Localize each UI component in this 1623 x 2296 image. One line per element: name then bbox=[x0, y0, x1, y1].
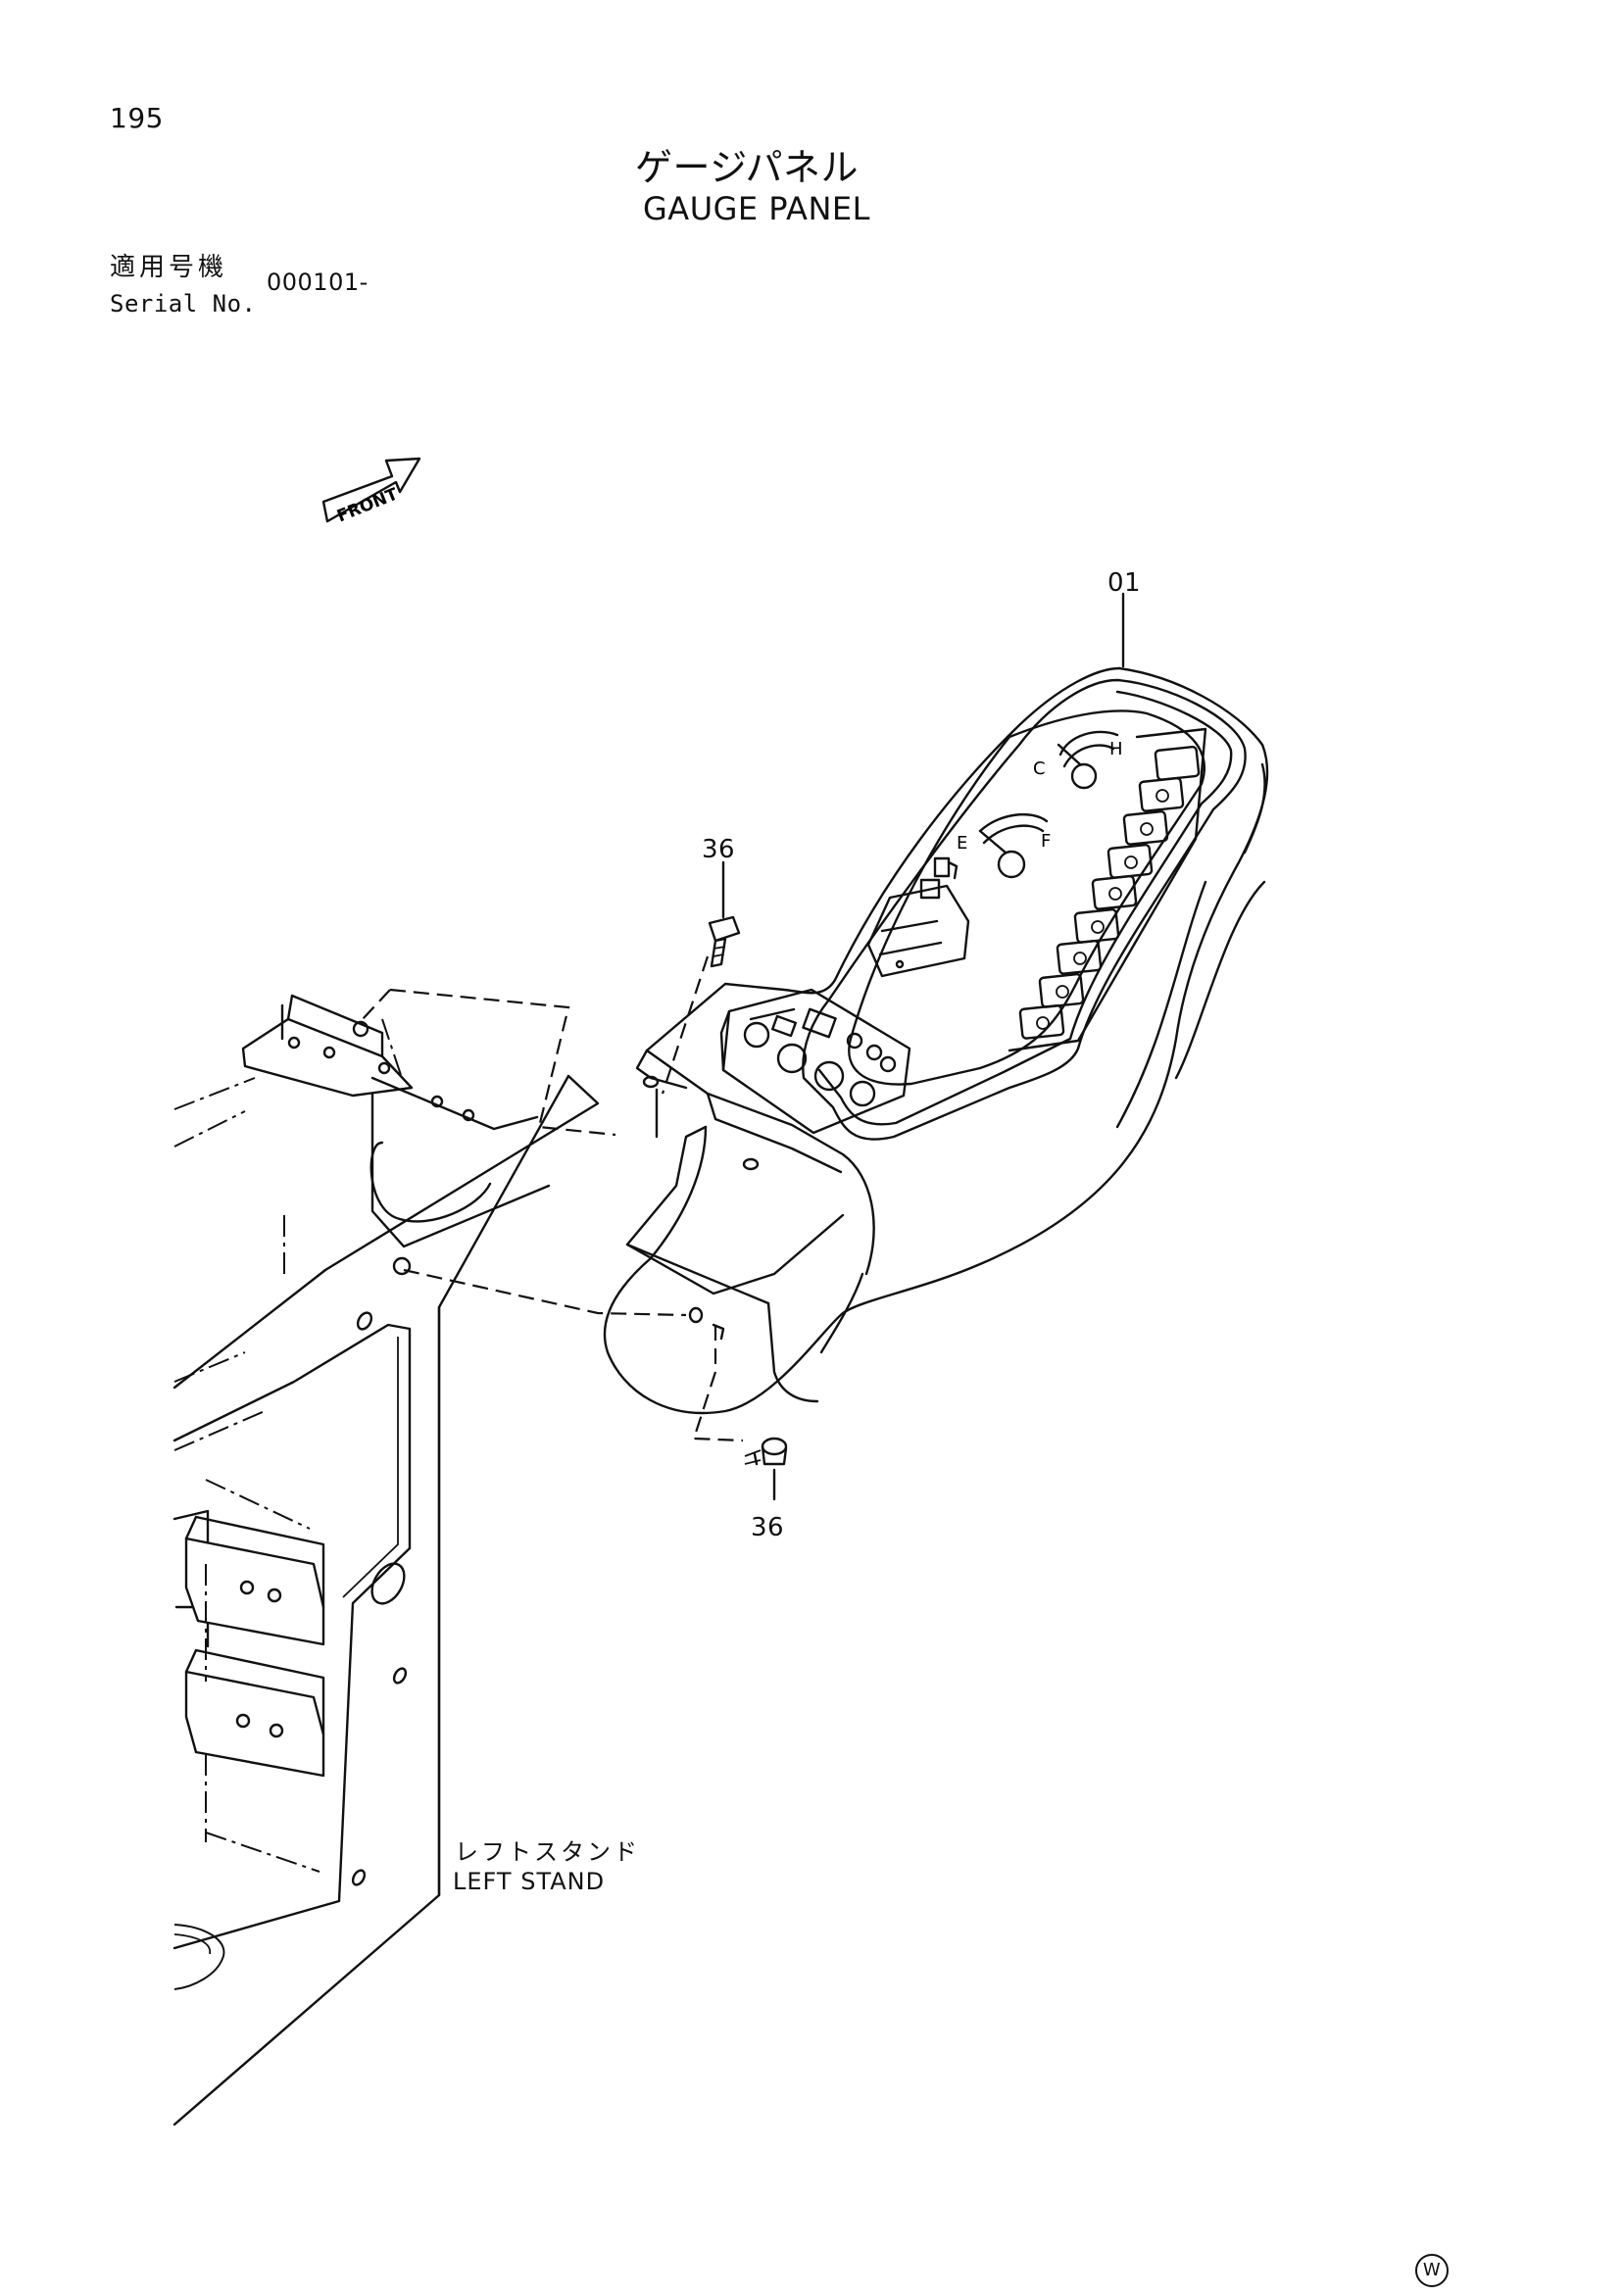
indicator-lamps bbox=[1008, 727, 1207, 1052]
front-arrow: FRONT bbox=[321, 457, 421, 526]
gauge-letter-f: F bbox=[1041, 831, 1051, 852]
gauge-letter-h: H bbox=[1109, 739, 1123, 759]
callout-leaders bbox=[721, 592, 1125, 1501]
callout-part-36-upper: 36 bbox=[702, 835, 736, 864]
gauge-panel-01 bbox=[603, 666, 1269, 1415]
serial-value: 000101- bbox=[267, 269, 369, 296]
left-stand-label-japanese: レフトスタンド bbox=[455, 1838, 640, 1866]
serial-label-japanese: 適用号機 bbox=[110, 253, 228, 282]
serial-label-english: Serial No. bbox=[110, 290, 257, 318]
front-arrow-label: FRONT bbox=[334, 484, 401, 526]
title-english: GAUGE PANEL bbox=[643, 190, 870, 227]
corner-mark-w: W bbox=[1415, 2254, 1449, 2287]
callout-part-01: 01 bbox=[1107, 568, 1142, 598]
bolt-36-upper bbox=[708, 915, 741, 968]
gauge-letter-c: C bbox=[1033, 758, 1046, 779]
gauge-letter-e: E bbox=[957, 833, 967, 854]
bolt-36-lower bbox=[744, 1437, 788, 1466]
assembly-guide-lines bbox=[362, 955, 744, 1442]
mounting-bracket bbox=[241, 994, 551, 1248]
callout-part-36-lower: 36 bbox=[751, 1513, 785, 1542]
title-japanese: ゲージパネル bbox=[635, 146, 859, 189]
page-number: 195 bbox=[110, 102, 164, 134]
left-stand-label-english: LEFT STAND bbox=[453, 1868, 606, 1895]
switch-panel bbox=[719, 988, 911, 1135]
left-stand-frame bbox=[172, 1018, 600, 2126]
